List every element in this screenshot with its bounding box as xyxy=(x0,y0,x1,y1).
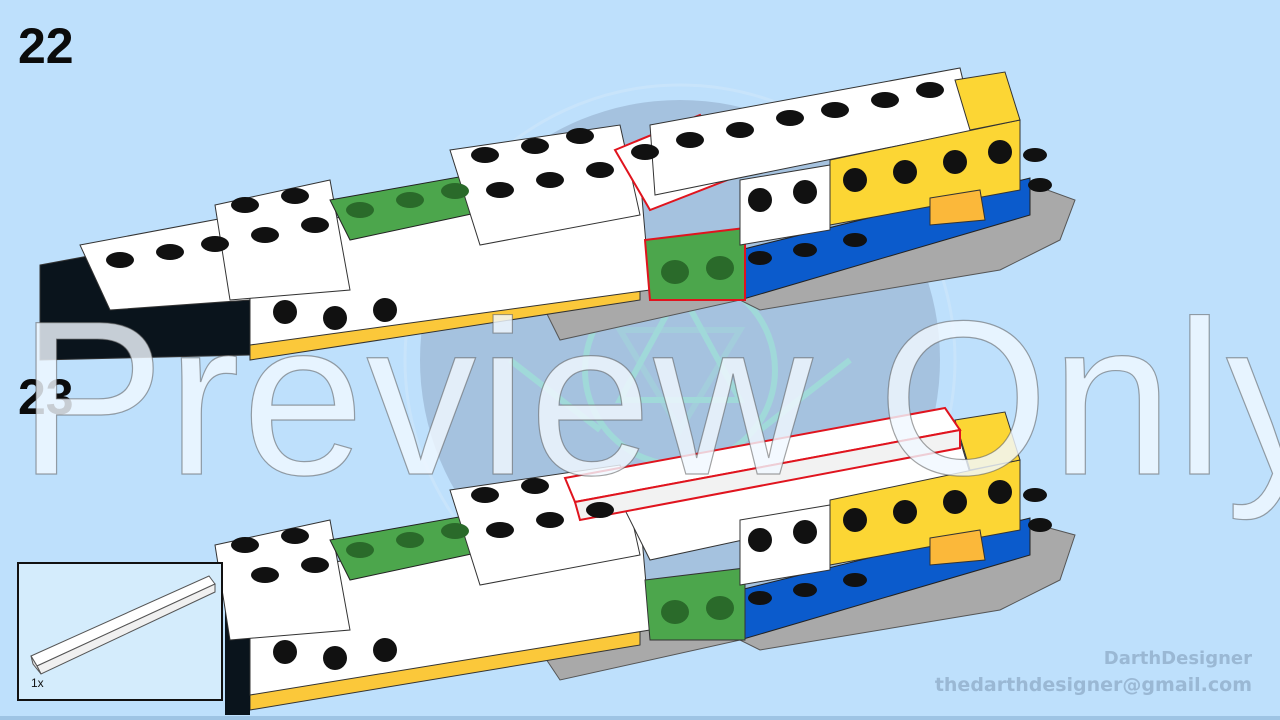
part-quantity: 1x xyxy=(31,676,44,690)
credit-email: thedarthdesigner@gmail.com xyxy=(934,674,1252,696)
bottom-border xyxy=(0,716,1280,720)
step-number-23: 23 xyxy=(18,369,74,425)
credit-name: DarthDesigner xyxy=(1103,648,1252,669)
parts-list-box: 1x xyxy=(17,562,223,701)
step-number-22: 22 xyxy=(18,18,74,74)
white-tile-part-icon xyxy=(30,575,216,675)
